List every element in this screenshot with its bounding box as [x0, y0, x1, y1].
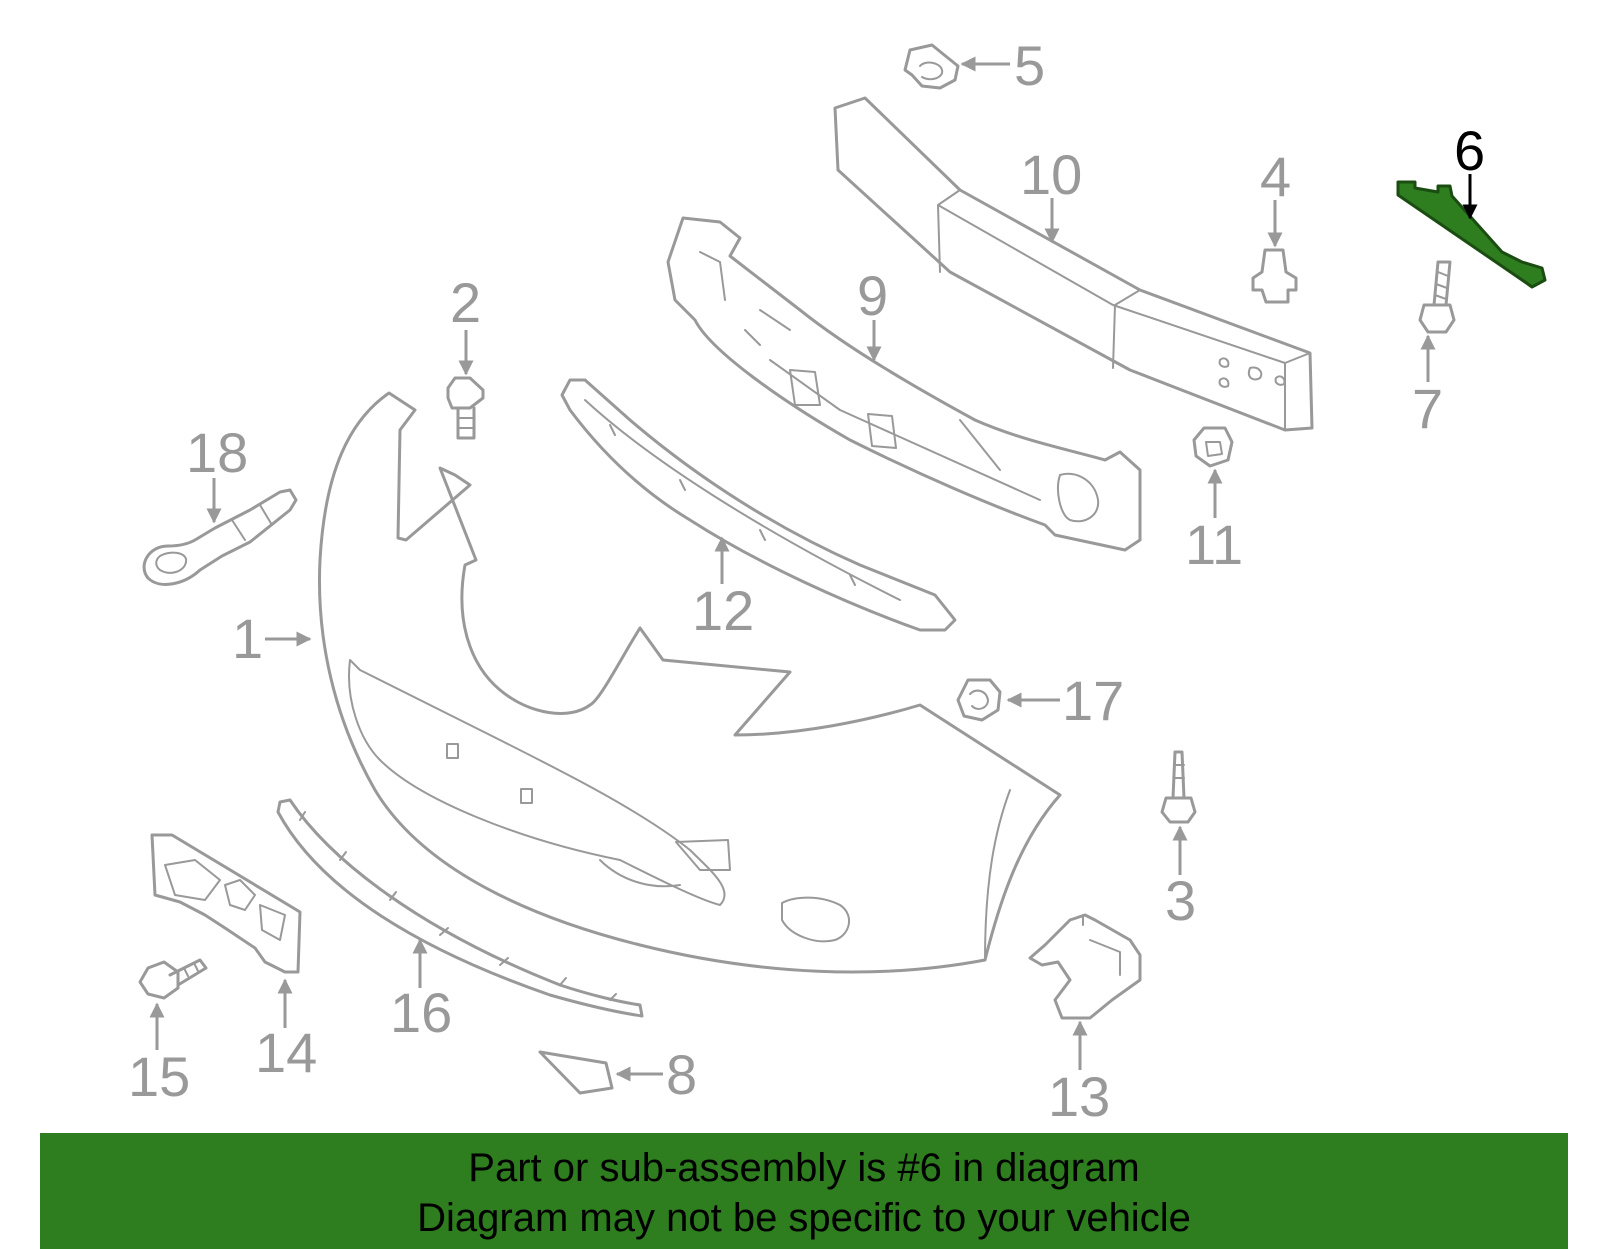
- callout-4: 4: [1260, 145, 1291, 208]
- callout-14: 14: [255, 1021, 317, 1084]
- absorber-part-9[interactable]: [666, 216, 1142, 552]
- trim-strip-part-16[interactable]: [276, 798, 644, 1018]
- nut-part-11[interactable]: [1192, 426, 1234, 468]
- side-bracket-part-13[interactable]: [1028, 913, 1142, 1020]
- screw-part-7[interactable]: [1418, 260, 1456, 334]
- callout-5: 5: [1014, 34, 1045, 97]
- callout-10: 10: [1020, 143, 1082, 206]
- callout-12: 12: [692, 579, 754, 642]
- callout-7: 7: [1412, 377, 1443, 440]
- banner-line-1: Part or sub-assembly is #6 in diagram: [468, 1146, 1140, 1190]
- callout-3: 3: [1165, 869, 1196, 932]
- tow-hook-part-18[interactable]: [142, 488, 298, 586]
- callout-9: 9: [857, 264, 888, 327]
- bolt-part-2[interactable]: [446, 376, 485, 440]
- nut-part-17[interactable]: [956, 678, 1002, 722]
- callout-13: 13: [1048, 1065, 1110, 1128]
- callout-1: 1: [232, 607, 263, 670]
- callout-8: 8: [666, 1043, 697, 1106]
- bolt-part-15[interactable]: [138, 958, 208, 1000]
- retainer-part-5[interactable]: [903, 43, 960, 90]
- leader-arrows: [149, 56, 1478, 1082]
- callout-2: 2: [450, 271, 481, 334]
- callout-labels: 1 2 3 4 5 6 7 8 9 10 11 12 13 14 15 16 1…: [128, 34, 1485, 1128]
- callout-11: 11: [1185, 513, 1243, 576]
- clip-part-4[interactable]: [1251, 248, 1298, 304]
- bolt-part-3[interactable]: [1160, 750, 1197, 824]
- bracket-part-14[interactable]: [150, 833, 302, 974]
- callout-15: 15: [128, 1045, 190, 1108]
- bumper-cover-part-1[interactable]: [318, 391, 1062, 974]
- highlighted-part-6[interactable]: [1396, 180, 1547, 289]
- callout-17: 17: [1062, 669, 1124, 732]
- bracket-part-12[interactable]: [560, 378, 957, 632]
- callout-6: 6: [1454, 119, 1485, 182]
- callout-18: 18: [186, 421, 248, 484]
- info-banner: Part or sub-assembly is #6 in diagram Di…: [40, 1133, 1568, 1249]
- callout-16: 16: [390, 981, 452, 1044]
- reinforcement-beam-part-10[interactable]: [833, 96, 1314, 432]
- cap-part-8[interactable]: [538, 1050, 614, 1095]
- banner-line-2: Diagram may not be specific to your vehi…: [417, 1196, 1191, 1240]
